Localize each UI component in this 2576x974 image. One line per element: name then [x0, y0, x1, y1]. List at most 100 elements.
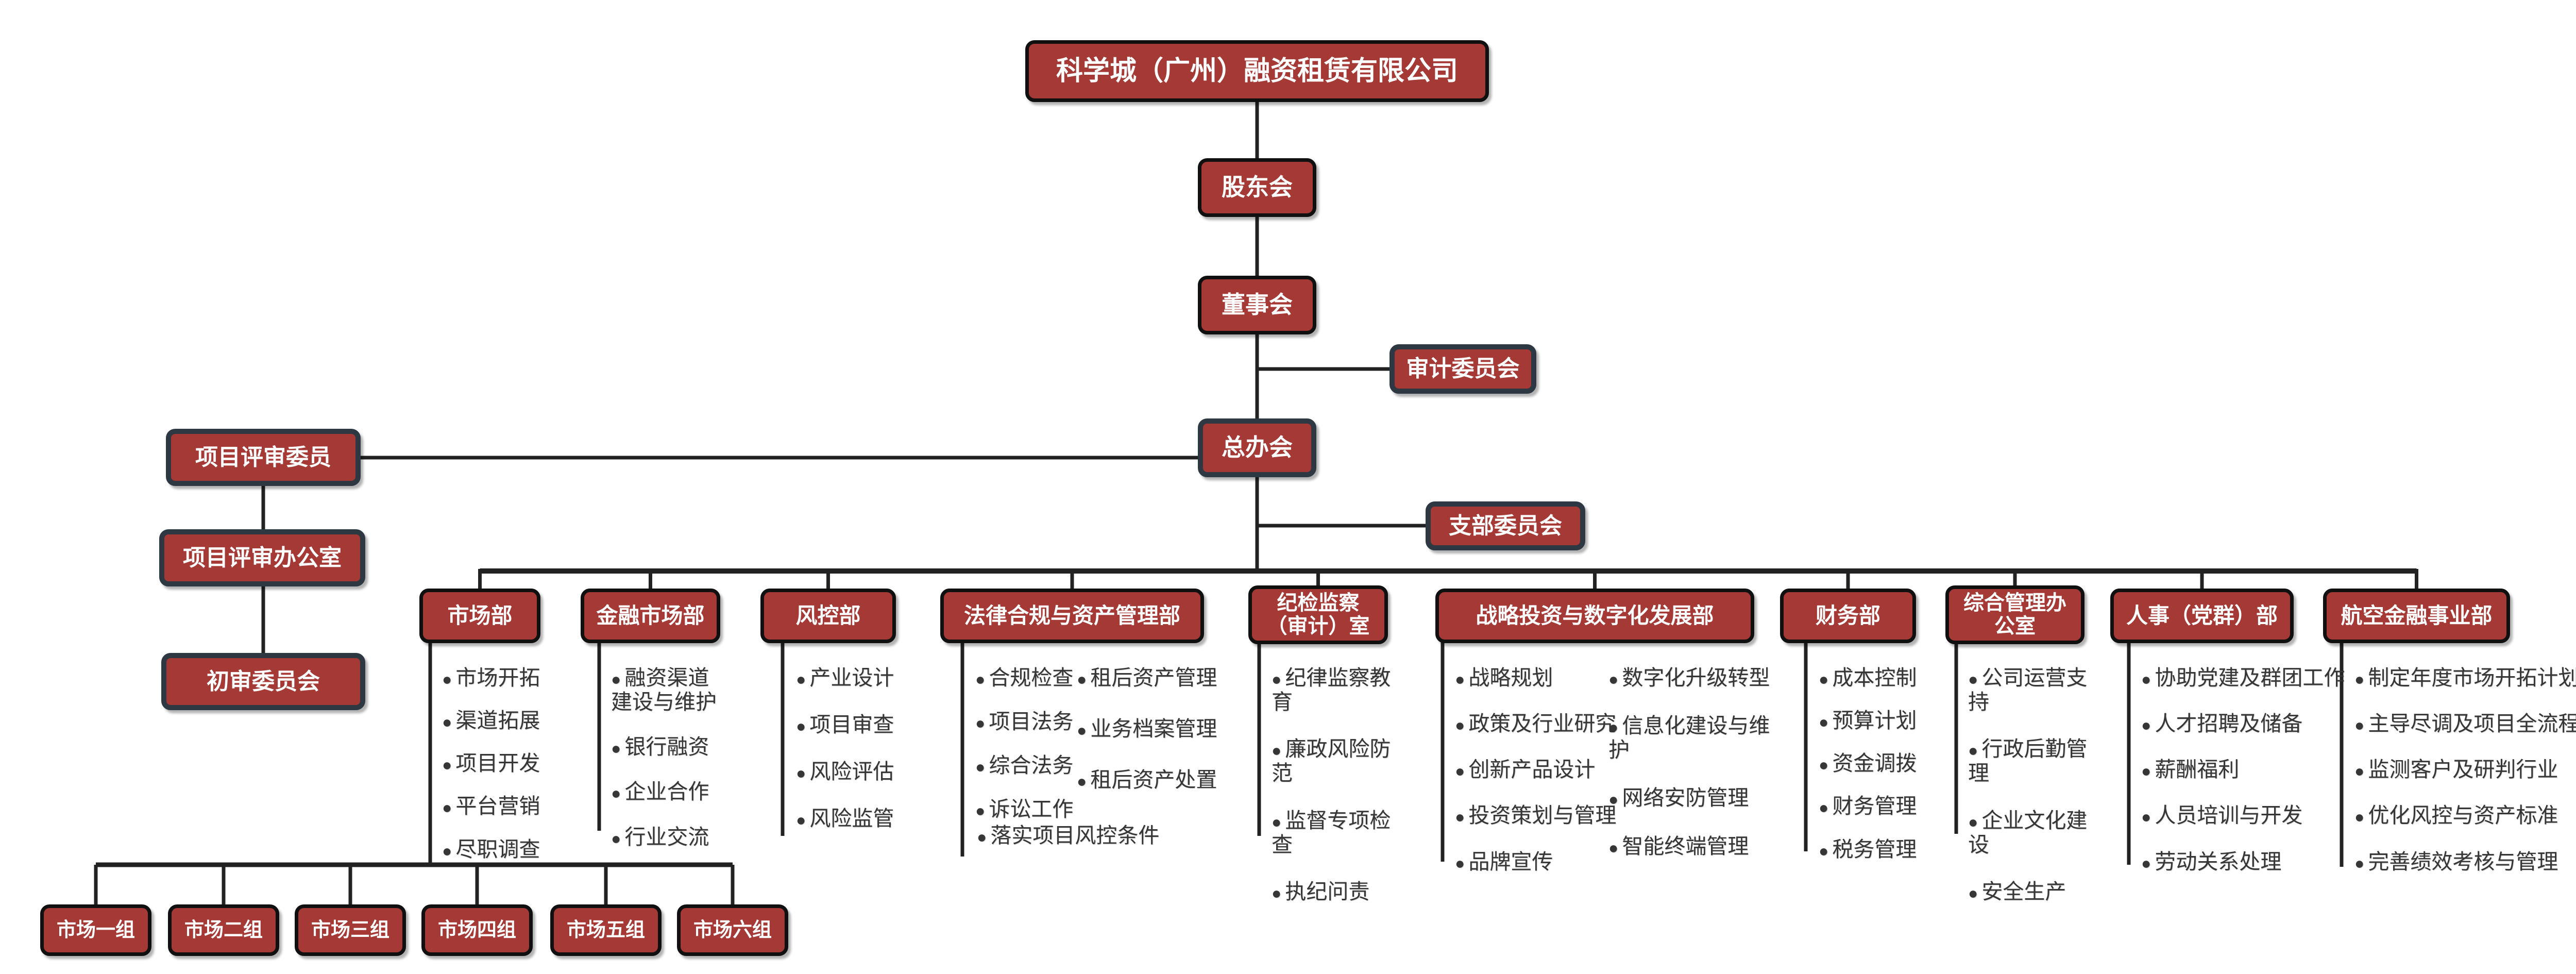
org-node-marketing: 市场部: [419, 589, 540, 643]
org-node-audit-committee: 审计委员会: [1389, 344, 1536, 394]
org-node-market-group-4: 市场四组: [421, 904, 533, 956]
duty-item: 综合法务: [975, 753, 1081, 778]
org-node-market-group-3-label: 市场三组: [311, 919, 389, 941]
duty-item: 渠道拓展: [442, 709, 563, 733]
org-node-legal-compliance-asset-mgmt-label: 法律合规与资产管理部: [963, 603, 1180, 628]
duty-item: 监测客户及研判行业: [2354, 758, 2576, 782]
duty-item: 行政后勤管理: [1968, 737, 2107, 785]
org-node-discipline-audit-office: 纪检监察 （审计）室: [1248, 585, 1388, 644]
org-node-branch-committee-label: 支部委员会: [1449, 513, 1562, 539]
duty-item: 平台营销: [442, 794, 563, 818]
duty-item: 项目法务: [975, 710, 1081, 734]
duty-item: 企业文化建设: [1968, 809, 2107, 857]
duty-item: 税务管理: [1819, 837, 1935, 862]
duty-item: 尽职调查: [442, 837, 563, 862]
org-node-audit-committee-label: 审计委员会: [1406, 356, 1520, 382]
org-node-legal-compliance-asset-mgmt: 法律合规与资产管理部: [940, 589, 1204, 643]
org-node-aviation-finance: 航空金融事业部: [2323, 589, 2510, 643]
duty-item: 产业设计: [796, 666, 914, 690]
org-node-branch-committee: 支部委员会: [1426, 501, 1585, 550]
org-node-shareholders-meeting: 股东会: [1198, 158, 1316, 217]
duty-item: 成本控制: [1819, 666, 1935, 690]
duty-item: 诉讼工作: [975, 797, 1081, 821]
duty-item: 智能终端管理: [1608, 834, 1789, 859]
duty-item: 监督专项检查: [1272, 809, 1408, 857]
org-node-discipline-audit-office-label: 纪检监察 （审计）室: [1266, 592, 1370, 637]
org-node-market-group-2: 市场二组: [168, 904, 279, 956]
org-node-financial-markets-label: 金融市场部: [596, 603, 705, 628]
duty-item: 落实项目风控条件: [977, 824, 1224, 848]
duty-item: 资金调拨: [1819, 751, 1935, 776]
duty-item: 人员培训与开发: [2141, 803, 2347, 828]
org-node-market-group-3: 市场三组: [295, 904, 406, 956]
org-node-hr-party-group: 人事（党群）部: [2110, 589, 2294, 643]
duty-item: 风险监管: [796, 807, 914, 831]
duty-list-aviation-finance: 制定年度市场开拓计划主导尽调及项目全流程监测客户及研判行业优化风控与资产标准完善…: [2354, 666, 2576, 874]
org-node-financial-markets: 金融市场部: [581, 589, 720, 643]
duty-item: 银行融资: [611, 735, 724, 759]
duty-list-discipline-audit-office: 纪律监察教育廉政风险防范监督专项检查执纪问责: [1272, 666, 1408, 904]
duty-item: 项目审查: [796, 713, 914, 737]
duty-item: 执纪问责: [1272, 880, 1408, 904]
org-node-market-group-6: 市场六组: [677, 904, 788, 956]
org-node-project-review-committee: 项目评审委员: [166, 429, 361, 486]
duty-item: 企业合作: [611, 780, 724, 804]
org-node-aviation-finance-label: 航空金融事业部: [2341, 603, 2493, 628]
org-node-general-office-meeting: 总办会: [1198, 418, 1316, 477]
duty-item: 完善绩效考核与管理: [2354, 850, 2576, 874]
duty-item: 投资策划与管理: [1455, 803, 1617, 828]
duty-item: 制定年度市场开拓计划: [2354, 666, 2576, 690]
org-node-general-office-meeting-label: 总办会: [1222, 434, 1293, 461]
duty-list-financial-markets: 融资渠道建设与维护银行融资企业合作行业交流: [611, 666, 724, 849]
duty-item: 租后资产管理: [1077, 666, 1224, 690]
duty-list-legal-compliance-asset-mgmt-col1: 合规检查项目法务综合法务诉讼工作: [975, 666, 1081, 822]
org-node-market-group-5-label: 市场五组: [566, 919, 645, 941]
company-root-label: 科学城（广州）融资租赁有限公司: [1056, 56, 1458, 86]
duty-item: 战略规划: [1455, 666, 1617, 690]
org-node-project-review-office-label: 项目评审办公室: [183, 545, 342, 570]
org-node-finance-label: 财务部: [1815, 603, 1880, 628]
duty-list-strategy-digital-development-col2: 数字化升级转型信息化建设与维护网络安防管理智能终端管理: [1608, 666, 1789, 859]
org-node-board-of-directors-label: 董事会: [1222, 291, 1293, 318]
duty-item: 数字化升级转型: [1608, 666, 1789, 690]
duty-item: 优化风控与资产标准: [2354, 803, 2576, 828]
duty-list-risk-control: 产业设计项目审查风险评估风险监管: [796, 666, 914, 831]
org-node-market-group-1: 市场一组: [40, 904, 151, 956]
org-node-general-admin-office-label: 综合管理办 公室: [1963, 592, 2066, 637]
org-node-risk-control: 风控部: [760, 589, 896, 643]
org-node-general-admin-office: 综合管理办 公室: [1945, 585, 2084, 644]
duty-item: 网络安防管理: [1608, 786, 1789, 810]
duty-item: 预算计划: [1819, 709, 1935, 733]
duty-item: 创新产品设计: [1455, 758, 1617, 782]
duty-item: 财务管理: [1819, 794, 1935, 818]
org-node-marketing-label: 市场部: [447, 603, 513, 628]
duty-item: 融资渠道建设与维护: [611, 666, 724, 714]
duty-item: 人才招聘及储备: [2141, 712, 2347, 736]
org-node-market-group-6-label: 市场六组: [693, 919, 772, 941]
org-node-strategy-digital-development: 战略投资与数字化发展部: [1435, 589, 1754, 643]
duty-item: 公司运营支持: [1968, 666, 2107, 714]
org-node-strategy-digital-development-label: 战略投资与数字化发展部: [1476, 603, 1714, 628]
org-node-project-review-office: 项目评审办公室: [159, 529, 365, 586]
duty-list-finance: 成本控制预算计划资金调拨财务管理税务管理: [1819, 666, 1935, 862]
duty-item: 市场开拓: [442, 666, 563, 690]
duty-list-general-admin-office: 公司运营支持行政后勤管理企业文化建设安全生产: [1968, 666, 2107, 904]
duty-item: 安全生产: [1968, 880, 2107, 904]
org-node-market-group-1-label: 市场一组: [56, 919, 135, 941]
duty-item: 政策及行业研究: [1455, 712, 1617, 736]
org-node-shareholders-meeting-label: 股东会: [1222, 174, 1293, 201]
duty-item: 协助党建及群团工作: [2141, 666, 2347, 690]
duty-item: 风险评估: [796, 760, 914, 784]
org-node-market-group-2-label: 市场二组: [184, 919, 263, 941]
duty-item: 薪酬福利: [2141, 758, 2347, 782]
org-node-board-of-directors: 董事会: [1198, 276, 1316, 334]
org-node-hr-party-group-label: 人事（党群）部: [2126, 603, 2278, 628]
org-node-finance: 财务部: [1780, 589, 1916, 643]
duty-item: 租后资产处置: [1077, 768, 1224, 792]
org-node-preliminary-review-committee-label: 初审委员会: [207, 668, 320, 694]
duty-list-strategy-digital-development-col1: 战略规划政策及行业研究创新产品设计投资策划与管理品牌宣传: [1455, 666, 1617, 874]
org-node-company-root: 科学城（广州）融资租赁有限公司: [1025, 40, 1489, 102]
duty-item: 业务档案管理: [1077, 717, 1224, 741]
